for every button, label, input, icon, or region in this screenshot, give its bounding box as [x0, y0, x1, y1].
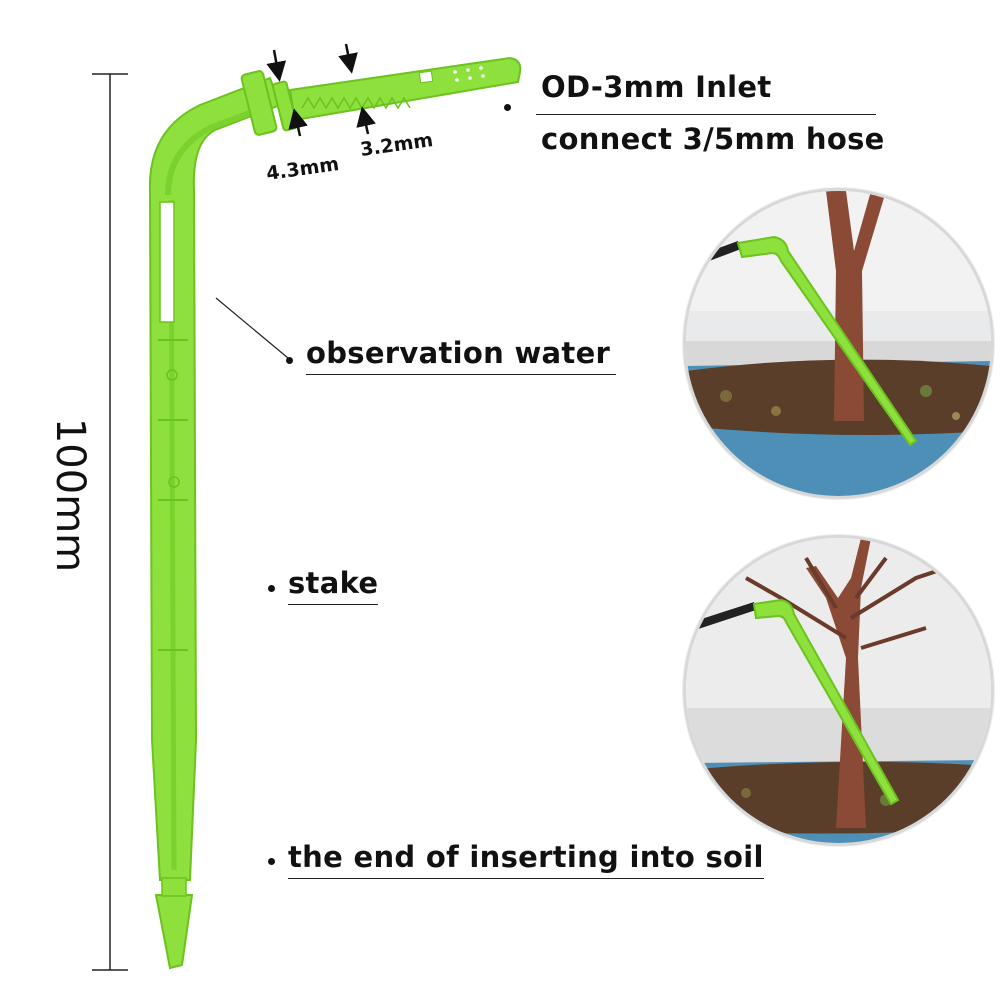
potted-tree-photo-top	[683, 188, 994, 499]
potted-tree-photo-bottom	[683, 535, 994, 846]
observation-bullet	[286, 357, 293, 364]
end-label: the end of inserting into soil	[288, 840, 764, 879]
inlet-bullet	[504, 104, 511, 111]
inlet-divider	[536, 114, 876, 115]
hose-label: connect 3/5mm hose	[541, 122, 885, 156]
inlet-label: OD-3mm Inlet	[541, 70, 772, 104]
observation-label: observation water	[306, 336, 617, 375]
observation-leader-line	[215, 297, 289, 359]
height-dimension-label: 100mm	[47, 417, 93, 573]
height-dimension-line	[92, 73, 128, 971]
end-bullet	[268, 858, 275, 865]
stake-bullet	[268, 585, 275, 592]
stake-label: stake	[288, 566, 379, 605]
dimension-arrows	[266, 43, 376, 137]
dripper-stake-image	[148, 56, 522, 970]
